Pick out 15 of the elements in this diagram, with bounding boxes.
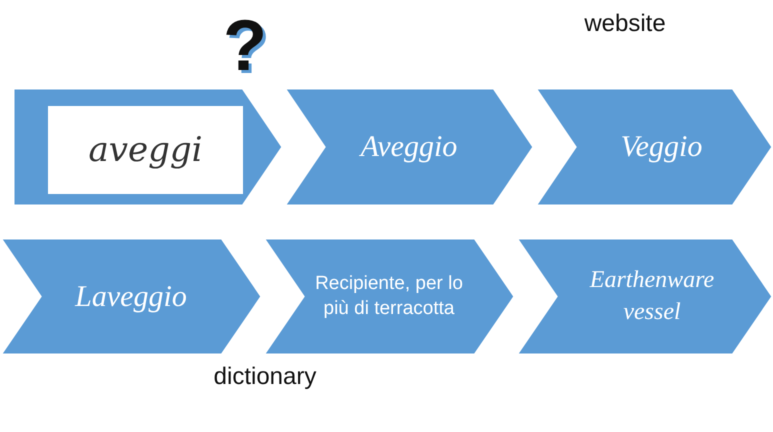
chevron-shape bbox=[0, 238, 262, 355]
step-label: Aveggio bbox=[358, 129, 458, 165]
step-label: Earthenware vessel bbox=[588, 266, 716, 326]
chevron-shape bbox=[516, 238, 773, 355]
chevron-shape bbox=[535, 88, 773, 206]
source-note: website bbox=[583, 10, 667, 38]
question-mark: ? bbox=[222, 10, 268, 82]
chevron-shape bbox=[13, 88, 283, 206]
chevron-shape bbox=[263, 238, 515, 355]
step-label: Veggio bbox=[620, 129, 704, 165]
step-label: Recipiente, per lo più di terracotta bbox=[314, 272, 464, 320]
chevron-shape bbox=[284, 88, 534, 206]
step-label: Laveggio bbox=[74, 278, 188, 314]
source-note: dictionary bbox=[212, 363, 318, 391]
handwriting-picture: aveggi bbox=[48, 106, 243, 194]
